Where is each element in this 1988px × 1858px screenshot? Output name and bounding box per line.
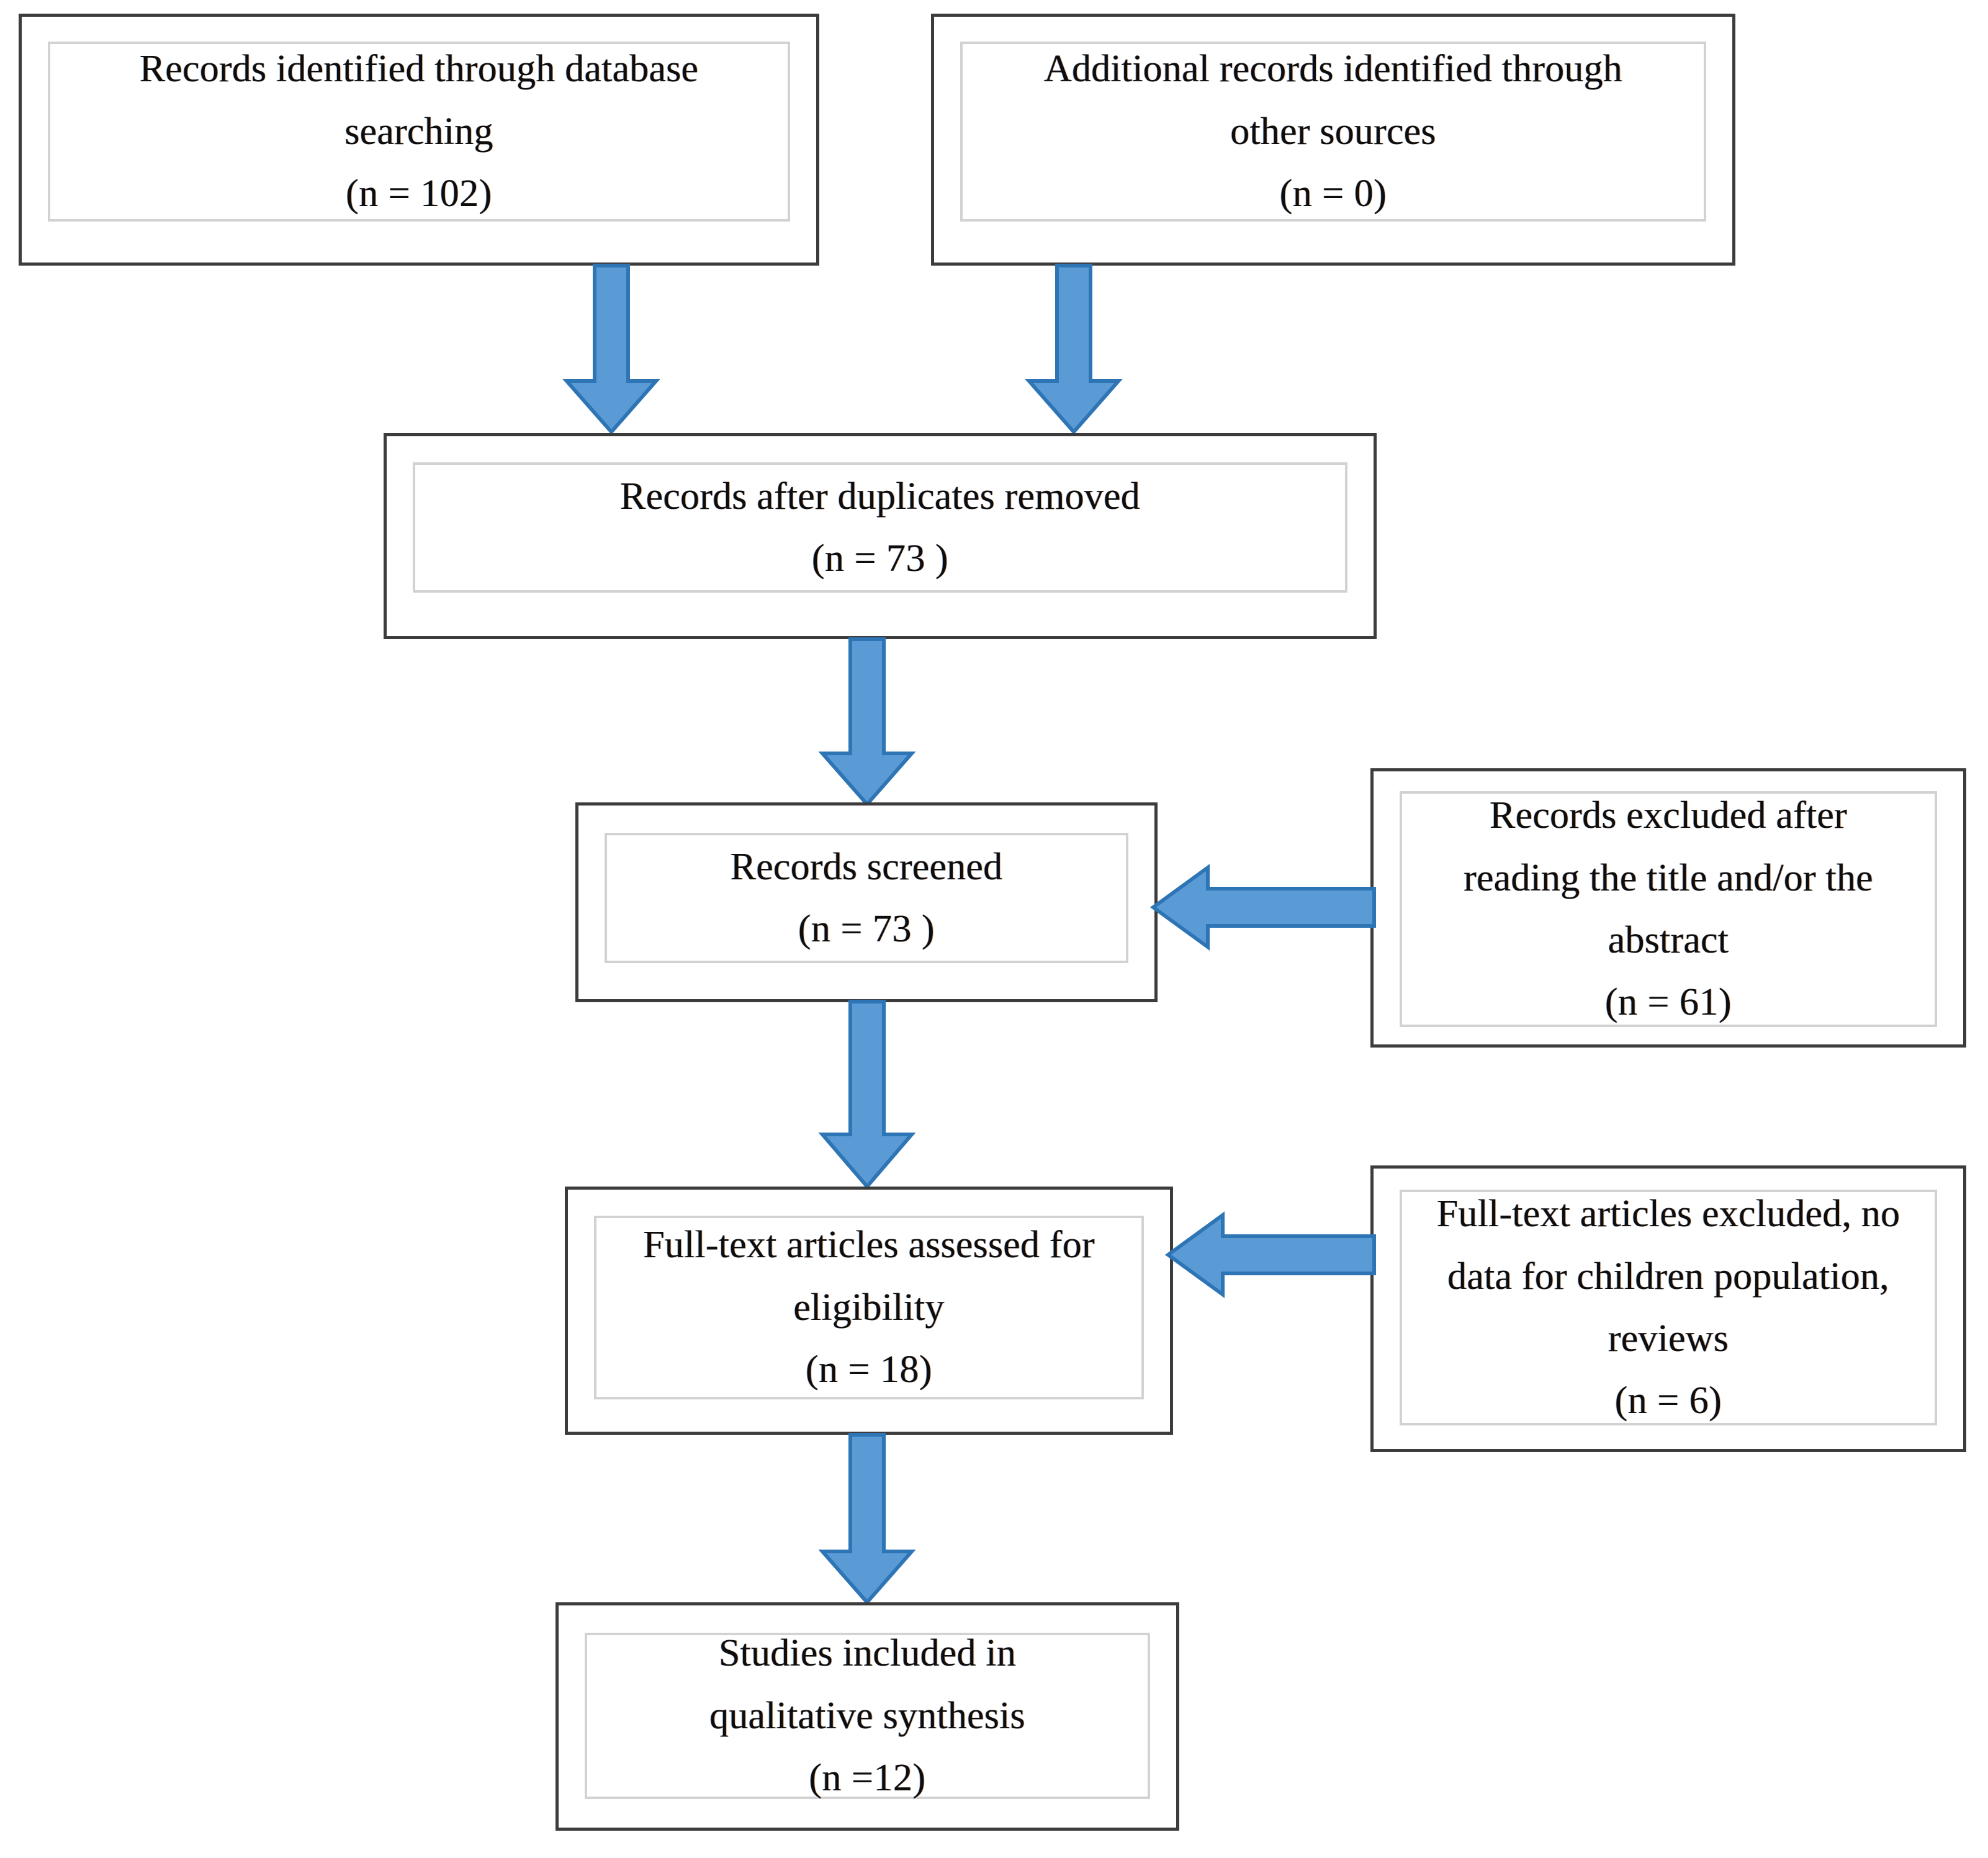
node-line: Studies included in — [718, 1632, 1017, 1675]
node-count: (n = 61) — [1604, 981, 1732, 1024]
node-line: Records identified through database — [139, 48, 699, 91]
node-records-after-duplicates-removed: Records after duplicates removed (n = 73… — [384, 433, 1377, 639]
node-count: (n = 102) — [346, 173, 492, 215]
node-line: reviews — [1608, 1317, 1729, 1360]
node-line: abstract — [1608, 919, 1729, 961]
node-line: searching — [344, 110, 493, 153]
node-line: Full-text articles assessed for — [643, 1224, 1095, 1267]
node-count: (n = 73 ) — [798, 908, 935, 950]
node-line: reading the title and/or the — [1464, 856, 1873, 899]
node-line: other sources — [1230, 110, 1436, 153]
node-line: qualitative synthesis — [709, 1694, 1025, 1737]
node-records-screened: Records screened (n = 73 ) — [575, 802, 1158, 1002]
node-line: eligibility — [793, 1286, 945, 1329]
node-body: Records after duplicates removed (n = 73… — [413, 462, 1347, 593]
node-full-text-articles-assessed: Full-text articles assessed for eligibil… — [565, 1187, 1173, 1435]
node-count: (n = 6) — [1614, 1380, 1722, 1422]
arrow-database-to-duplicates — [562, 264, 661, 435]
node-body: Records screened (n = 73 ) — [605, 833, 1128, 963]
node-body: Full-text articles assessed for eligibil… — [594, 1216, 1144, 1399]
node-line: Records after duplicates removed — [620, 475, 1140, 518]
node-body: Records identified through database sear… — [48, 42, 790, 222]
node-count: (n =12) — [809, 1757, 926, 1800]
node-records-identified-database: Records identified through database sear… — [19, 14, 819, 266]
arrow-screened-to-fulltext — [817, 1000, 917, 1190]
node-count: (n = 73 ) — [811, 537, 949, 580]
node-body: Full-text articles excluded, no data for… — [1400, 1190, 1937, 1425]
node-body: Studies included in qualitative synthesi… — [585, 1632, 1150, 1799]
node-line: Records excluded after — [1490, 794, 1847, 837]
arrow-duplicates-to-screened — [817, 637, 917, 807]
arrow-excluded-to-screened — [1149, 858, 1376, 957]
arrow-fulltext-excluded-to-assessed — [1164, 1205, 1376, 1304]
arrow-fulltext-to-included — [817, 1433, 917, 1605]
node-additional-records-other-sources: Additional records identified through ot… — [931, 14, 1735, 266]
node-line: Full-text articles excluded, no — [1436, 1193, 1900, 1236]
node-body: Records excluded after reading the title… — [1400, 791, 1937, 1027]
node-studies-included-qualitative-synthesis: Studies included in qualitative synthesi… — [555, 1602, 1179, 1831]
node-body: Additional records identified through ot… — [960, 42, 1706, 222]
node-line: Additional records identified through — [1043, 48, 1622, 91]
node-line: Records screened — [730, 845, 1003, 888]
node-full-text-articles-excluded: Full-text articles excluded, no data for… — [1370, 1165, 1966, 1452]
node-records-excluded-title-abstract: Records excluded after reading the title… — [1370, 768, 1966, 1048]
node-count: (n = 18) — [805, 1349, 933, 1391]
node-line: data for children population, — [1447, 1255, 1889, 1298]
arrow-other-to-duplicates — [1024, 264, 1123, 435]
node-count: (n = 0) — [1279, 173, 1387, 215]
